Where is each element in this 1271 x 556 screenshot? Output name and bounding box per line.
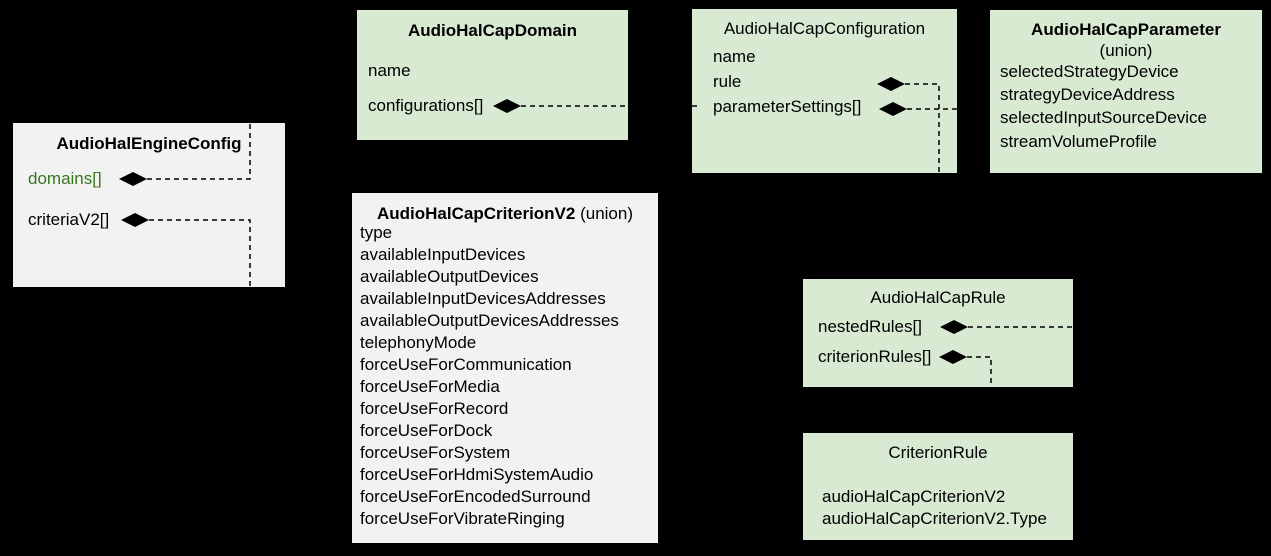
class-box-audiohalcapconfiguration: AudioHalCapConfiguration name rule param… <box>692 9 957 173</box>
field-availableoutputdevices: availableOutputDevices <box>360 267 539 286</box>
field-domains: domains[] <box>28 169 102 188</box>
field-forceuseforrecord: forceUseForRecord <box>360 399 509 418</box>
field-name: name <box>368 61 411 80</box>
class-title: AudioHalEngineConfig <box>56 134 242 153</box>
class-title: AudioHalCapDomain <box>407 21 578 40</box>
class-title: AudioHalCapParameter <box>1031 20 1221 39</box>
class-title: AudioHalCapCriterionV2 (union) <box>352 203 658 225</box>
class-box-audiohalcapcriterionv2: AudioHalCapCriterionV2 (union) type avai… <box>352 193 658 543</box>
field-forceuseforsystem: forceUseForSystem <box>360 443 511 462</box>
field-type: type <box>360 223 393 242</box>
field-audiohalcapcriterionv2type: audioHalCapCriterionV2.Type <box>822 509 1047 528</box>
field-configurations: configurations[] <box>368 96 484 115</box>
class-box-audiohalengineconfig: AudioHalEngineConfig domains[] criteriaV… <box>13 123 285 287</box>
field-list: type availableInputDevices availableOutp… <box>360 222 619 530</box>
class-title: CriterionRule <box>888 443 988 462</box>
field-availableinputdevicesaddresses: availableInputDevicesAddresses <box>360 289 606 308</box>
class-box-audiohalcapparameter: AudioHalCapParameter (union) selectedStr… <box>990 10 1262 173</box>
field-criteriav2: criteriaV2[] <box>28 210 110 229</box>
class-title-suffix: (union) <box>575 204 633 223</box>
field-forceuseforvibrateringing: forceUseForVibrateRinging <box>360 509 565 528</box>
field-criterionrules: criterionRules[] <box>818 347 932 366</box>
field-forceuseformedia: forceUseForMedia <box>360 377 500 396</box>
field-nestedrules: nestedRules[] <box>818 317 922 336</box>
class-subtitle: (union) <box>1099 41 1153 60</box>
class-box-criterionrule: CriterionRule audioHalCapCriterionV2 aud… <box>803 433 1073 540</box>
field-telephonymode: telephonyMode <box>360 333 477 352</box>
field-selectedinputsourcedevice: selectedInputSourceDevice <box>1000 108 1207 127</box>
class-box-audiohalcaprule: AudioHalCapRule nestedRules[] criterionR… <box>803 279 1073 387</box>
field-audiohalcapcriterionv2: audioHalCapCriterionV2 <box>822 487 1006 506</box>
field-strategydeviceaddress: strategyDeviceAddress <box>1000 85 1175 104</box>
field-forceusefordock: forceUseForDock <box>360 421 493 440</box>
field-availableinputdevices: availableInputDevices <box>360 245 526 264</box>
field-selectedstrategydevice: selectedStrategyDevice <box>1000 62 1179 81</box>
class-title-main: AudioHalCapCriterionV2 <box>377 204 576 223</box>
class-title: AudioHalCapRule <box>870 288 1006 307</box>
field-streamvolumeprofile: streamVolumeProfile <box>1000 132 1157 151</box>
field-rule: rule <box>713 72 742 91</box>
field-name: name <box>713 47 756 66</box>
field-forceuseforhdmisystemaudio: forceUseForHdmiSystemAudio <box>360 465 594 484</box>
field-forceuseforcommunication: forceUseForCommunication <box>360 355 572 374</box>
class-box-audiohalcapdomain: AudioHalCapDomain name configurations[] <box>357 10 628 140</box>
field-forceuseforencodedsurround: forceUseForEncodedSurround <box>360 487 591 506</box>
field-availableoutputdevicesaddresses: availableOutputDevicesAddresses <box>360 311 619 330</box>
class-title: AudioHalCapConfiguration <box>723 19 926 38</box>
field-parametersettings: parameterSettings[] <box>713 97 862 116</box>
